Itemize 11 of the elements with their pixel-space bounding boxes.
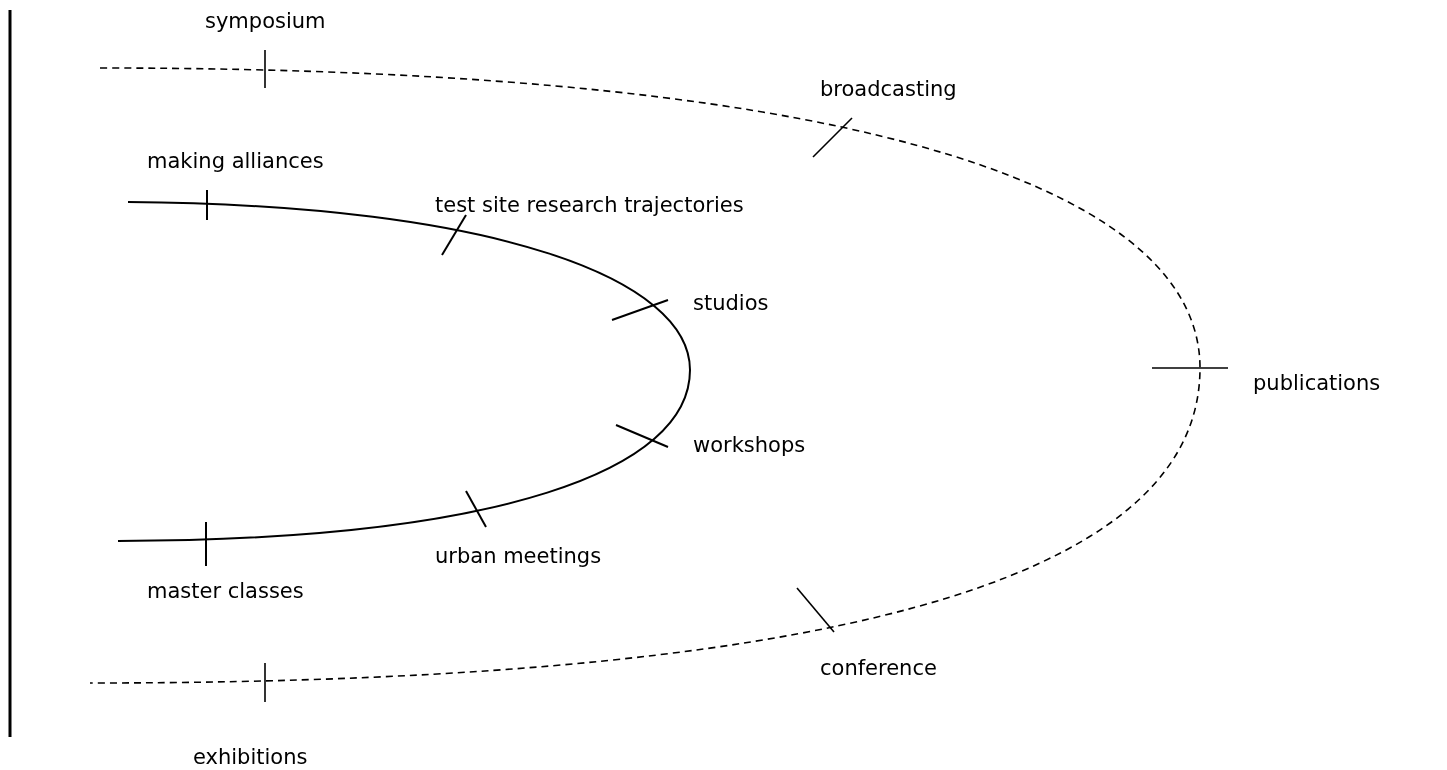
milestone-label: conference [820,655,937,681]
milestone-label: symposium [205,8,326,34]
milestone-label: master classes [147,578,304,604]
milestone-label: studios [693,290,769,316]
milestone-label: workshops [693,432,806,458]
milestone-label: publications [1253,370,1381,396]
milestone-label: broadcasting [820,76,957,102]
milestone-label: urban meetings [435,543,602,569]
milestone-label: making alliances [147,148,324,174]
milestone-label: exhibitions [193,744,308,770]
milestone-label: test site research trajectories [435,192,744,218]
